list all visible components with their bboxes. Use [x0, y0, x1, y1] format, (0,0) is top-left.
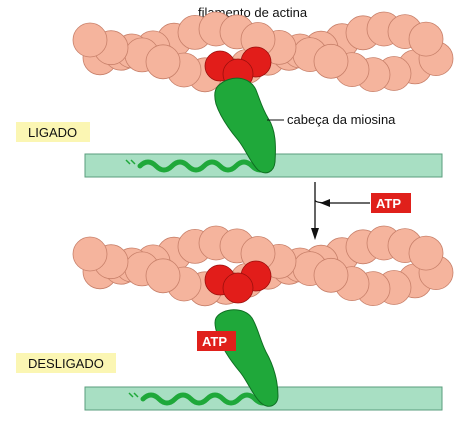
actin-monomer	[145, 44, 181, 80]
atp-arrow-box	[371, 193, 411, 213]
actin-monomer	[313, 43, 349, 79]
atp-entry-arrowhead	[320, 199, 330, 207]
myosin-head-top	[214, 77, 276, 174]
actin-monomer	[313, 257, 349, 293]
actin-monomer	[408, 235, 444, 271]
myosin-head-label: cabeça da miosina	[287, 112, 396, 127]
actin-filament-bottom	[72, 225, 454, 307]
state-tag-unbound-bg	[16, 353, 116, 373]
atp-bound-label: ATP	[202, 334, 227, 349]
state-tag-bound-bg	[16, 122, 90, 142]
state-tag-unbound: DESLIGADO	[28, 356, 104, 371]
actin-binding-site	[222, 272, 254, 304]
atp-arrow-label: ATP	[376, 196, 401, 211]
bound-panel: filamento de actina cabeça da miosina LI…	[16, 5, 454, 178]
atp-transition: ATP	[311, 182, 411, 240]
actin-filament-top	[72, 11, 454, 93]
myosin-tail-top	[137, 159, 271, 173]
myosin-tail-bottom	[140, 392, 274, 406]
tail-end-mark-bottom	[128, 392, 139, 398]
tail-end-mark-top	[125, 159, 136, 165]
atp-bound-box	[197, 331, 236, 351]
actin-monomer	[145, 258, 181, 294]
actin-monomer	[72, 22, 108, 58]
transition-arrowhead	[311, 228, 319, 240]
actin-monomer	[408, 21, 444, 57]
unbound-panel: ATP DESLIGADO	[16, 225, 454, 411]
actin-monomer	[72, 236, 108, 272]
transition-arrow	[314, 182, 370, 228]
state-tag-bound: LIGADO	[28, 125, 77, 140]
